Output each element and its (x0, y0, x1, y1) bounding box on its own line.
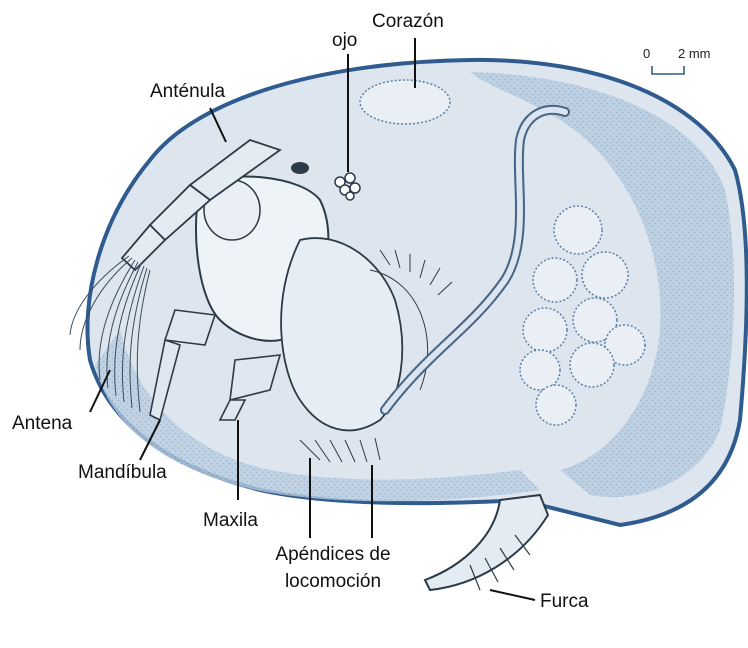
label-mandibula: Mandíbula (78, 463, 167, 484)
scale-bar (652, 66, 684, 74)
label-apendices-line1: Apéndices de (258, 545, 408, 566)
scale-value: 2 mm (678, 46, 711, 61)
leader-furca (490, 590, 535, 600)
label-maxila: Maxila (203, 511, 258, 532)
scale-zero: 0 (643, 46, 650, 61)
heart (360, 80, 450, 124)
label-apendices: Apéndices de locomoción (258, 545, 408, 593)
label-apendices-line2: locomoción (258, 572, 408, 593)
label-furca: Furca (540, 592, 589, 613)
label-antenula: Anténula (150, 82, 225, 103)
label-antena: Antena (12, 414, 72, 435)
label-corazon: Corazón (372, 12, 444, 33)
label-ojo: ojo (332, 31, 357, 52)
furca (425, 495, 548, 590)
